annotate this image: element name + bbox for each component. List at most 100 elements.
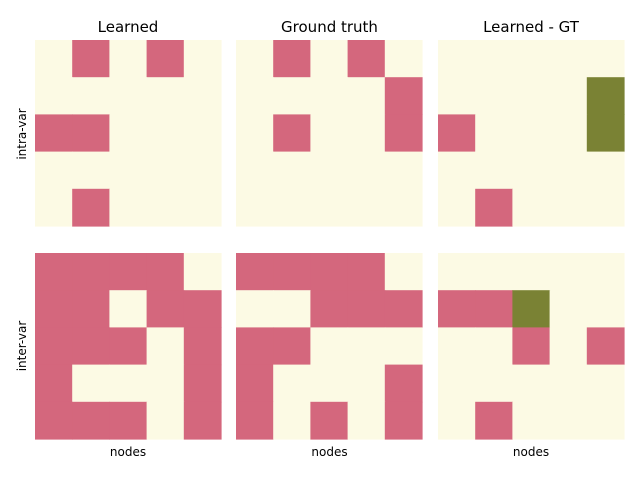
- heatmap-cell: [35, 401, 73, 440]
- heatmap-cell: [273, 364, 311, 403]
- column-title-learned: Learned: [98, 18, 159, 36]
- heatmap-cell: [475, 77, 513, 115]
- heatmap-cell: [475, 188, 513, 227]
- heatmap-cell: [236, 151, 274, 190]
- heatmap-cell: [347, 290, 386, 328]
- heatmap-cell: [438, 290, 476, 328]
- heatmap-cell: [146, 114, 185, 153]
- heatmap-cell: [146, 40, 185, 78]
- heatmap-cell: [310, 114, 349, 153]
- heatmap-cell: [72, 40, 110, 78]
- heatmap-cell: [512, 364, 551, 403]
- heatmap-cell: [586, 253, 625, 291]
- heatmap-cell: [72, 364, 110, 403]
- heatmap-cell: [438, 77, 476, 115]
- heatmap-cell: [183, 327, 222, 366]
- heatmap-cell: [586, 188, 625, 227]
- x-axis-label-ground-truth: nodes: [311, 445, 347, 459]
- heatmap-cell: [273, 253, 311, 291]
- heatmap-cell: [109, 188, 148, 227]
- heatmap-cell: [236, 327, 274, 366]
- heatmap-cell: [273, 188, 311, 227]
- heatmap-cell: [384, 364, 423, 403]
- heatmap-cell: [236, 114, 274, 153]
- heatmap-cell: [310, 401, 349, 440]
- heatmap-cell: [384, 253, 423, 291]
- heatmap-cell: [273, 151, 311, 190]
- heatmap-cell: [512, 401, 551, 440]
- heatmap-cell: [236, 290, 274, 328]
- heatmap-cell: [475, 401, 513, 440]
- heatmap-cell: [183, 364, 222, 403]
- heatmap-cell: [72, 114, 110, 153]
- heatmap-cell: [310, 290, 349, 328]
- heatmap-cell: [183, 188, 222, 227]
- heatmap-cell: [109, 151, 148, 190]
- heatmap-cell: [183, 114, 222, 153]
- heatmap-cell: [512, 253, 551, 291]
- heatmap-cell: [586, 151, 625, 190]
- heatmap-cell: [72, 290, 110, 328]
- heatmap-panel-learned-intra-var: [35, 40, 222, 227]
- heatmap-cell: [146, 401, 185, 440]
- heatmap-cell: [236, 401, 274, 440]
- heatmap-cell: [72, 188, 110, 227]
- heatmap-cell: [109, 77, 148, 115]
- heatmap-cell: [438, 40, 476, 78]
- heatmap-cell: [549, 253, 588, 291]
- heatmap-cell: [310, 188, 349, 227]
- heatmap-cell: [438, 188, 476, 227]
- heatmap-cell: [109, 290, 148, 328]
- heatmap-cell: [512, 114, 551, 153]
- heatmap-cell: [512, 77, 551, 115]
- heatmap-cell: [586, 40, 625, 78]
- heatmap-cell: [146, 188, 185, 227]
- heatmap-cell: [347, 253, 386, 291]
- heatmap-cell: [438, 253, 476, 291]
- heatmap-cell: [586, 327, 625, 366]
- heatmap-cell: [549, 40, 588, 78]
- heatmap-cell: [35, 188, 73, 227]
- heatmap-cell: [438, 151, 476, 190]
- heatmap-cell: [273, 40, 311, 78]
- heatmap-cell: [475, 364, 513, 403]
- heatmap-cell: [549, 290, 588, 328]
- heatmap-cell: [347, 40, 386, 78]
- heatmap-cell: [72, 401, 110, 440]
- heatmap-cell: [236, 77, 274, 115]
- heatmap-cell: [72, 151, 110, 190]
- heatmap-cell: [438, 401, 476, 440]
- heatmap-cell: [35, 151, 73, 190]
- heatmap-cell: [236, 40, 274, 78]
- heatmap-cell: [475, 151, 513, 190]
- heatmap-cell: [512, 188, 551, 227]
- heatmap-cell: [183, 290, 222, 328]
- heatmap-cell: [35, 253, 73, 291]
- heatmap-cell: [438, 364, 476, 403]
- heatmap-panel-ground-truth-intra-var: [236, 40, 423, 227]
- heatmap-cell: [438, 114, 476, 153]
- heatmap-cell: [384, 290, 423, 328]
- heatmap-cell: [109, 364, 148, 403]
- heatmap-cell: [347, 114, 386, 153]
- heatmap-cell: [586, 290, 625, 328]
- heatmap-cell: [384, 327, 423, 366]
- heatmap-cell: [549, 188, 588, 227]
- heatmap-cell: [146, 327, 185, 366]
- heatmap-cell: [109, 114, 148, 153]
- heatmap-cell: [384, 151, 423, 190]
- heatmap-cell: [72, 253, 110, 291]
- heatmap-cell: [512, 327, 551, 366]
- heatmap-cell: [549, 327, 588, 366]
- heatmap-cell: [310, 151, 349, 190]
- heatmap-cell: [146, 253, 185, 291]
- heatmap-cell: [475, 114, 513, 153]
- heatmap-cell: [549, 401, 588, 440]
- heatmap-cell: [109, 327, 148, 366]
- heatmap-cell: [384, 188, 423, 227]
- row-label-inter-var: inter-var: [15, 321, 29, 372]
- heatmap-cell: [146, 364, 185, 403]
- heatmap-cell: [273, 77, 311, 115]
- heatmap-cell: [273, 114, 311, 153]
